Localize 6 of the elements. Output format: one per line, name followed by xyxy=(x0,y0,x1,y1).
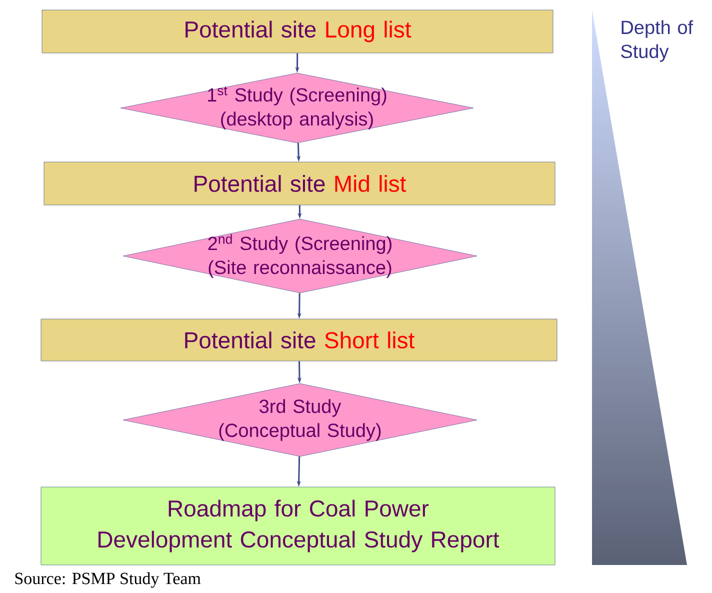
list-box: Potential site Long list xyxy=(42,10,554,54)
list-box: Potential site Mid list xyxy=(44,162,556,206)
report-box: Roadmap for Coal Power Development Conceptual Study Report xyxy=(40,486,556,566)
list-box: Potential site Short list xyxy=(40,318,558,362)
source-caption: Source: PSMP Study Team xyxy=(15,572,201,588)
depth-label: Depth of Study xyxy=(621,20,694,62)
